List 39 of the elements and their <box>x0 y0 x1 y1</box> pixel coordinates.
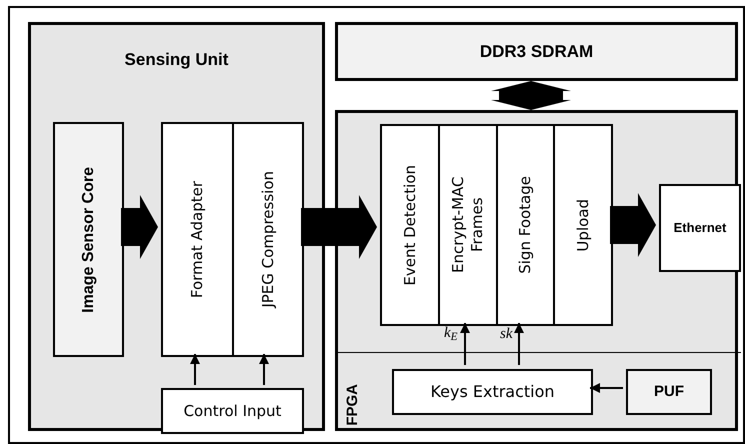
node-label: DDR3 SDRAM <box>480 40 594 62</box>
process-box <box>232 122 304 357</box>
block-arrow <box>121 195 158 259</box>
arrow <box>460 323 470 365</box>
node-label: FPGA <box>344 384 362 426</box>
node-label: Image Sensor Core <box>78 166 98 312</box>
interface-box <box>659 184 741 272</box>
processor-panel <box>335 110 738 431</box>
process-box <box>161 122 234 357</box>
process-box <box>626 369 712 415</box>
node-label: JPEG Compression <box>258 171 278 308</box>
block-arrow <box>301 195 377 259</box>
arrow <box>190 354 200 385</box>
process-box <box>161 388 304 434</box>
block-arrow <box>491 81 571 110</box>
process-box <box>438 124 498 326</box>
node-label: Ethernet <box>674 220 726 236</box>
node-label: Format Adapter <box>188 180 207 298</box>
arrow <box>259 354 269 385</box>
block-arrow <box>610 193 656 257</box>
node-label: Upload <box>574 198 592 252</box>
node-label: Control Input <box>184 402 282 420</box>
edge-label: k$_{E}$ <box>444 326 458 341</box>
process-box <box>380 124 440 326</box>
process-box <box>553 124 613 326</box>
process-box <box>496 124 555 326</box>
node-label: Keys Extraction <box>430 382 555 402</box>
unit-panel <box>28 22 325 431</box>
node-label: Sign Footage <box>516 176 535 274</box>
node-label: Encrypt-MAC Frames <box>449 176 487 276</box>
arrow <box>590 383 623 393</box>
arrow <box>514 323 524 365</box>
edge-label: sk <box>500 327 512 342</box>
node-label: PUF <box>654 382 684 402</box>
process-box <box>392 369 593 415</box>
process-box <box>53 122 124 357</box>
memory-box <box>335 22 738 81</box>
node-label: Sensing Unit <box>124 49 230 70</box>
node-label: Event Detection <box>400 164 420 286</box>
